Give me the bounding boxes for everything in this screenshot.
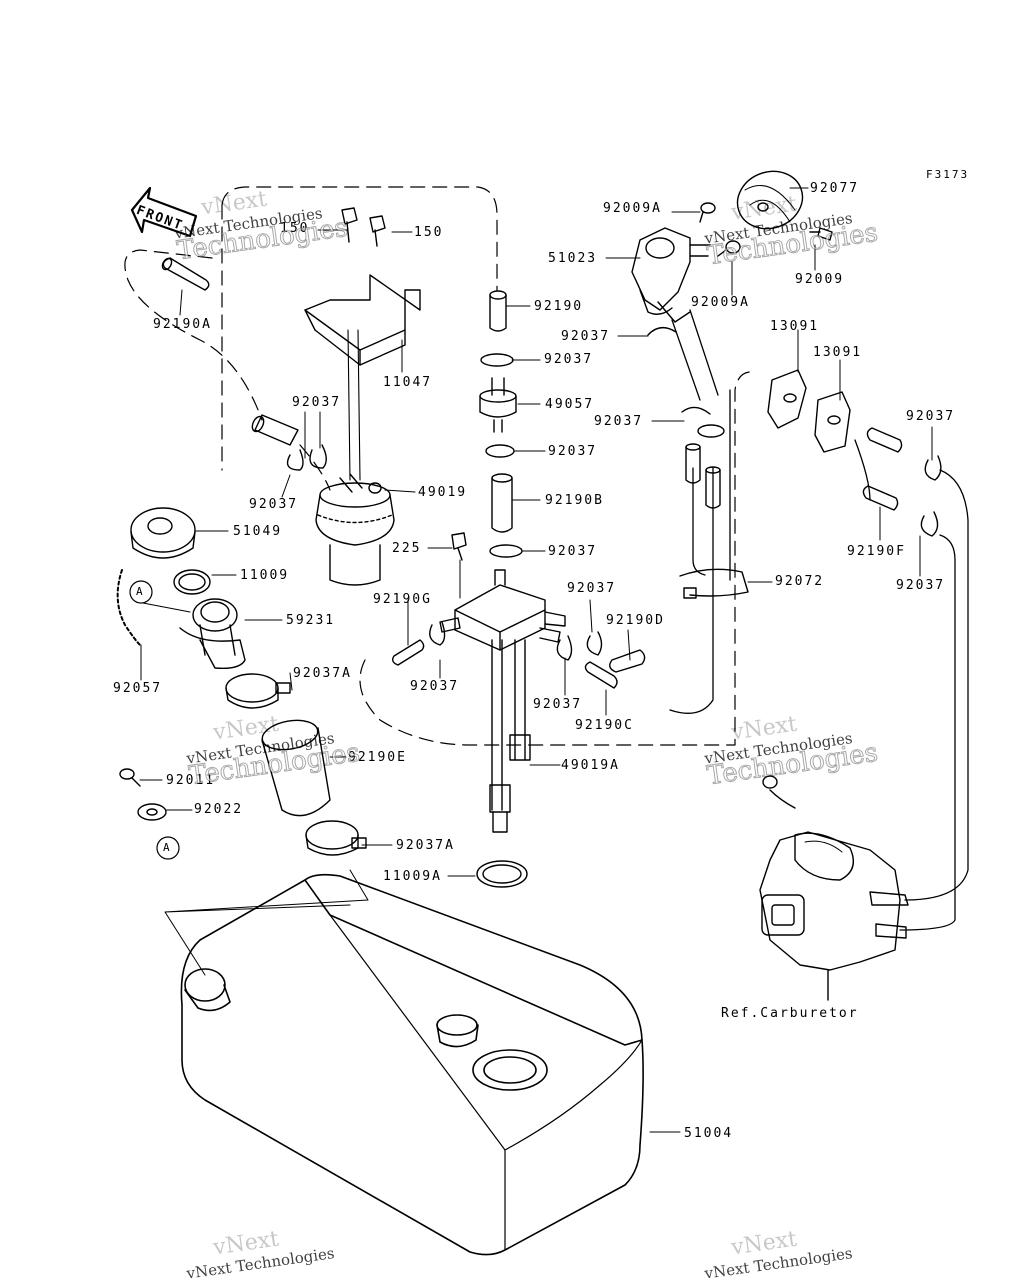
clamps-92037-valve [430, 622, 602, 660]
fuel-valve-49019a-drawing [440, 570, 565, 832]
clamps-92037-left [288, 445, 327, 470]
part-label-92037-9[interactable]: 92037 [533, 697, 583, 712]
part-label-92190g[interactable]: 92190G [373, 592, 432, 607]
bolts-92009-drawing [700, 203, 832, 256]
part-label-92037-2[interactable]: 92037 [292, 395, 342, 410]
dashed-assembly-lines [125, 187, 755, 745]
hose-92190-drawing [490, 291, 506, 331]
part-label-92009[interactable]: 92009 [795, 272, 845, 287]
part-label-92037a-1[interactable]: 92037A [293, 666, 352, 681]
tubes-right-drawing [863, 428, 901, 510]
marker-a-lower: A [163, 841, 170, 854]
screw-225-drawing [452, 533, 466, 560]
hose-92190b-drawing [492, 474, 512, 532]
part-label-92037-1[interactable]: 92037 [544, 352, 594, 367]
part-label-92037-right-upper[interactable]: 92037 [561, 329, 611, 344]
part-label-92037-11[interactable]: 92037 [906, 409, 956, 424]
clamps-92037-middle [481, 354, 522, 557]
part-label-92190c[interactable]: 92190C [575, 718, 634, 733]
fuel-cap-51049-drawing [131, 508, 195, 558]
part-label-49019a[interactable]: 49019A [561, 758, 620, 773]
part-label-92190b[interactable]: 92190B [545, 493, 604, 508]
carburetor-drawing [760, 776, 908, 1000]
fuel-hoses [670, 310, 968, 930]
part-label-92009a-2[interactable]: 92009A [691, 295, 750, 310]
part-label-92011[interactable]: 92011 [166, 773, 216, 788]
part-label-92037-6[interactable]: 92037 [548, 544, 598, 559]
part-label-92190[interactable]: 92190 [534, 299, 584, 314]
part-label-92037-5[interactable]: 92037 [594, 414, 644, 429]
leader-lines [140, 188, 932, 1132]
part-label-92009a-1[interactable]: 92009A [603, 201, 662, 216]
fuel-filter-49019-drawing [316, 474, 394, 585]
screw-92011-drawing [120, 769, 140, 786]
part-label-92077[interactable]: 92077 [810, 181, 860, 196]
diaphragm-92077-drawing [729, 162, 810, 237]
hose-clamp-92037a-upper-drawing [226, 674, 290, 708]
part-label-11009a[interactable]: 11009A [383, 869, 442, 884]
tube-92190d-drawing [610, 650, 645, 672]
marker-a-upper: A [136, 585, 143, 598]
hose-clamp-92037a-lower-drawing [306, 821, 366, 855]
strap-92072-drawing [680, 569, 748, 598]
part-label-92190f[interactable]: 92190F [847, 544, 906, 559]
part-label-92037-3[interactable]: 92037 [548, 444, 598, 459]
part-label-92037-12[interactable]: 92037 [896, 578, 946, 593]
hose-guides-13091-drawing [768, 370, 850, 452]
figure-code: F3173 [926, 168, 970, 181]
part-label-92190a[interactable]: 92190A [153, 317, 212, 332]
hose-92190e-drawing [260, 716, 330, 815]
reference-label: Ref.Carburetor [721, 1006, 859, 1021]
part-label-51023[interactable]: 51023 [548, 251, 598, 266]
o-ring-11009a-drawing [477, 861, 527, 887]
fuel-tank-51004-drawing [181, 875, 643, 1255]
part-label-92037a-2[interactable]: 92037A [396, 838, 455, 853]
part-label-92190e[interactable]: 92190E [348, 750, 407, 765]
tether-92057-drawing [118, 570, 140, 645]
tubes-right-mid-drawing [686, 444, 720, 508]
o-ring-11009-drawing [174, 570, 210, 594]
part-label-49019[interactable]: 49019 [418, 485, 468, 500]
part-label-92072[interactable]: 92072 [775, 574, 825, 589]
clamps-92037-far-right [921, 456, 941, 536]
clamps-92037-right-mid [648, 328, 724, 437]
part-label-13091-2[interactable]: 13091 [813, 345, 863, 360]
tube-92190c-drawing [585, 662, 617, 688]
bolts-150-drawing [342, 208, 385, 246]
part-label-49057[interactable]: 49057 [545, 397, 595, 412]
check-valve-49057-drawing [480, 378, 516, 432]
part-label-92037-8[interactable]: 92037 [410, 679, 460, 694]
bracket-11047-drawing [305, 275, 420, 480]
vent-tube-left-drawing [250, 415, 298, 445]
part-label-11009[interactable]: 11009 [240, 568, 290, 583]
fuel-pump-51023-drawing [632, 228, 710, 322]
part-label-92037-7[interactable]: 92037 [567, 581, 617, 596]
washer-92022-drawing [138, 804, 166, 820]
front-arrow-icon [132, 188, 196, 236]
part-label-92022[interactable]: 92022 [194, 802, 244, 817]
part-label-59231[interactable]: 59231 [286, 613, 336, 628]
part-label-150-a[interactable]: 150 [280, 221, 310, 236]
tube-92190g-drawing [393, 640, 424, 665]
filler-neck-59231-drawing [180, 599, 245, 668]
part-label-51004[interactable]: 51004 [684, 1126, 734, 1141]
part-label-92057[interactable]: 92057 [113, 681, 163, 696]
marker-circles [130, 581, 179, 859]
part-label-13091-1[interactable]: 13091 [770, 319, 820, 334]
part-label-225[interactable]: 225 [392, 541, 422, 556]
part-label-150-b[interactable]: 150 [414, 225, 444, 240]
part-label-51049[interactable]: 51049 [233, 524, 283, 539]
vent-tube-92190a-drawing [161, 257, 209, 290]
part-label-92037-4[interactable]: 92037 [249, 497, 299, 512]
part-label-11047[interactable]: 11047 [383, 375, 433, 390]
part-label-92190d[interactable]: 92190D [606, 613, 665, 628]
